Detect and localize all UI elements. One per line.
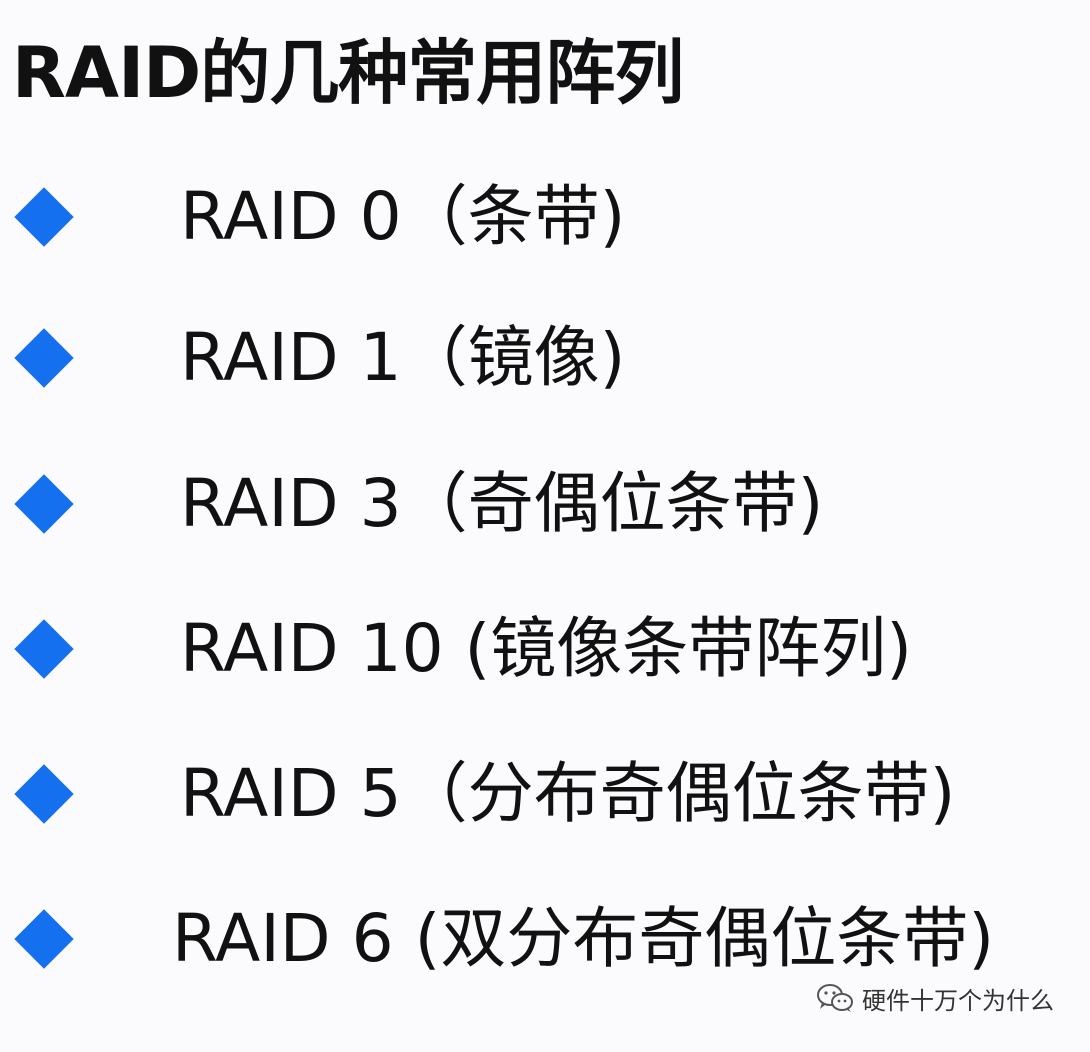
list-item: RAID 0（条带) — [0, 172, 1090, 262]
list-item-label: RAID 5（分布奇偶位条带) — [180, 755, 956, 832]
diamond-bullet-icon — [14, 187, 74, 247]
diamond-bullet-icon — [14, 764, 74, 824]
list-item-label: RAID 3（奇偶位条带) — [180, 465, 824, 542]
diamond-bullet-icon — [14, 474, 74, 534]
list-item: RAID 10 (镜像条带阵列) — [0, 604, 1090, 694]
page-title: RAID的几种常用阵列 — [12, 32, 684, 114]
diamond-bullet-icon — [14, 328, 74, 388]
list-item: RAID 5（分布奇偶位条带) — [0, 749, 1090, 839]
diamond-bullet-icon — [14, 619, 74, 679]
list-item-label: RAID 6 (双分布奇偶位条带) — [172, 900, 995, 977]
list-item: RAID 3（奇偶位条带) — [0, 459, 1090, 549]
diamond-bullet-icon — [14, 909, 74, 969]
list-item-label: RAID 1（镜像) — [180, 319, 626, 396]
list-item: RAID 6 (双分布奇偶位条带) — [0, 894, 1090, 984]
list-item-label: RAID 0（条带) — [180, 178, 626, 255]
watermark: 硬件十万个为什么 — [816, 978, 1054, 1018]
wechat-icon — [817, 984, 853, 1012]
list-item: RAID 1（镜像) — [0, 313, 1090, 403]
list-item-label: RAID 10 (镜像条带阵列) — [180, 610, 913, 687]
watermark-text: 硬件十万个为什么 — [862, 986, 1054, 1015]
